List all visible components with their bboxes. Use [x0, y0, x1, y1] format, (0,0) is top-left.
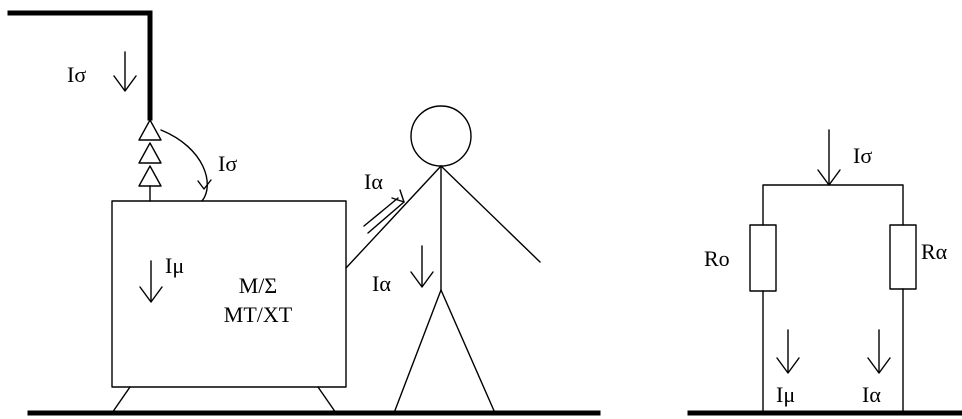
body-current-label: Iα [372, 271, 391, 296]
tank-label-line1: M/Σ [239, 273, 277, 298]
tank-leg-right [317, 386, 337, 414]
branch-ro-current-label: Iμ [776, 382, 795, 407]
flashover-arc [160, 129, 208, 202]
transformer-tank [111, 200, 347, 388]
arm-current-arrow [363, 189, 405, 234]
circuit-input-label: Iσ [853, 143, 872, 168]
resistor-ralpha [889, 224, 917, 290]
tank-leg-left [111, 386, 131, 414]
arc-current-label: Iσ [218, 151, 237, 176]
supply-current-label: Iσ [67, 62, 86, 87]
branch-ro-current-arrow [776, 329, 800, 374]
flashover-arc-arrowhead [197, 179, 212, 190]
body-current-arrow [410, 245, 434, 288]
resistor-ro-label: Ro [704, 246, 730, 271]
branch-ralpha-current-arrow [867, 329, 891, 374]
resistor-ralpha-label: Rα [921, 239, 948, 264]
tank-current-label: Iμ [165, 253, 184, 278]
tank-label-line2: MT/XT [224, 302, 293, 327]
insulator-stack-icon [138, 119, 162, 202]
circuit-input-arrow [817, 129, 841, 186]
person-figure-icon [345, 105, 541, 414]
resistor-ro [749, 224, 777, 292]
supply-line [7, 10, 153, 121]
tank-current-arrow [139, 260, 163, 303]
arm-current-label: Iα [364, 169, 383, 194]
circuit-top-rail [762, 184, 904, 226]
supply-current-arrow [113, 51, 137, 92]
branch-ralpha-current-label: Iα [862, 382, 881, 407]
